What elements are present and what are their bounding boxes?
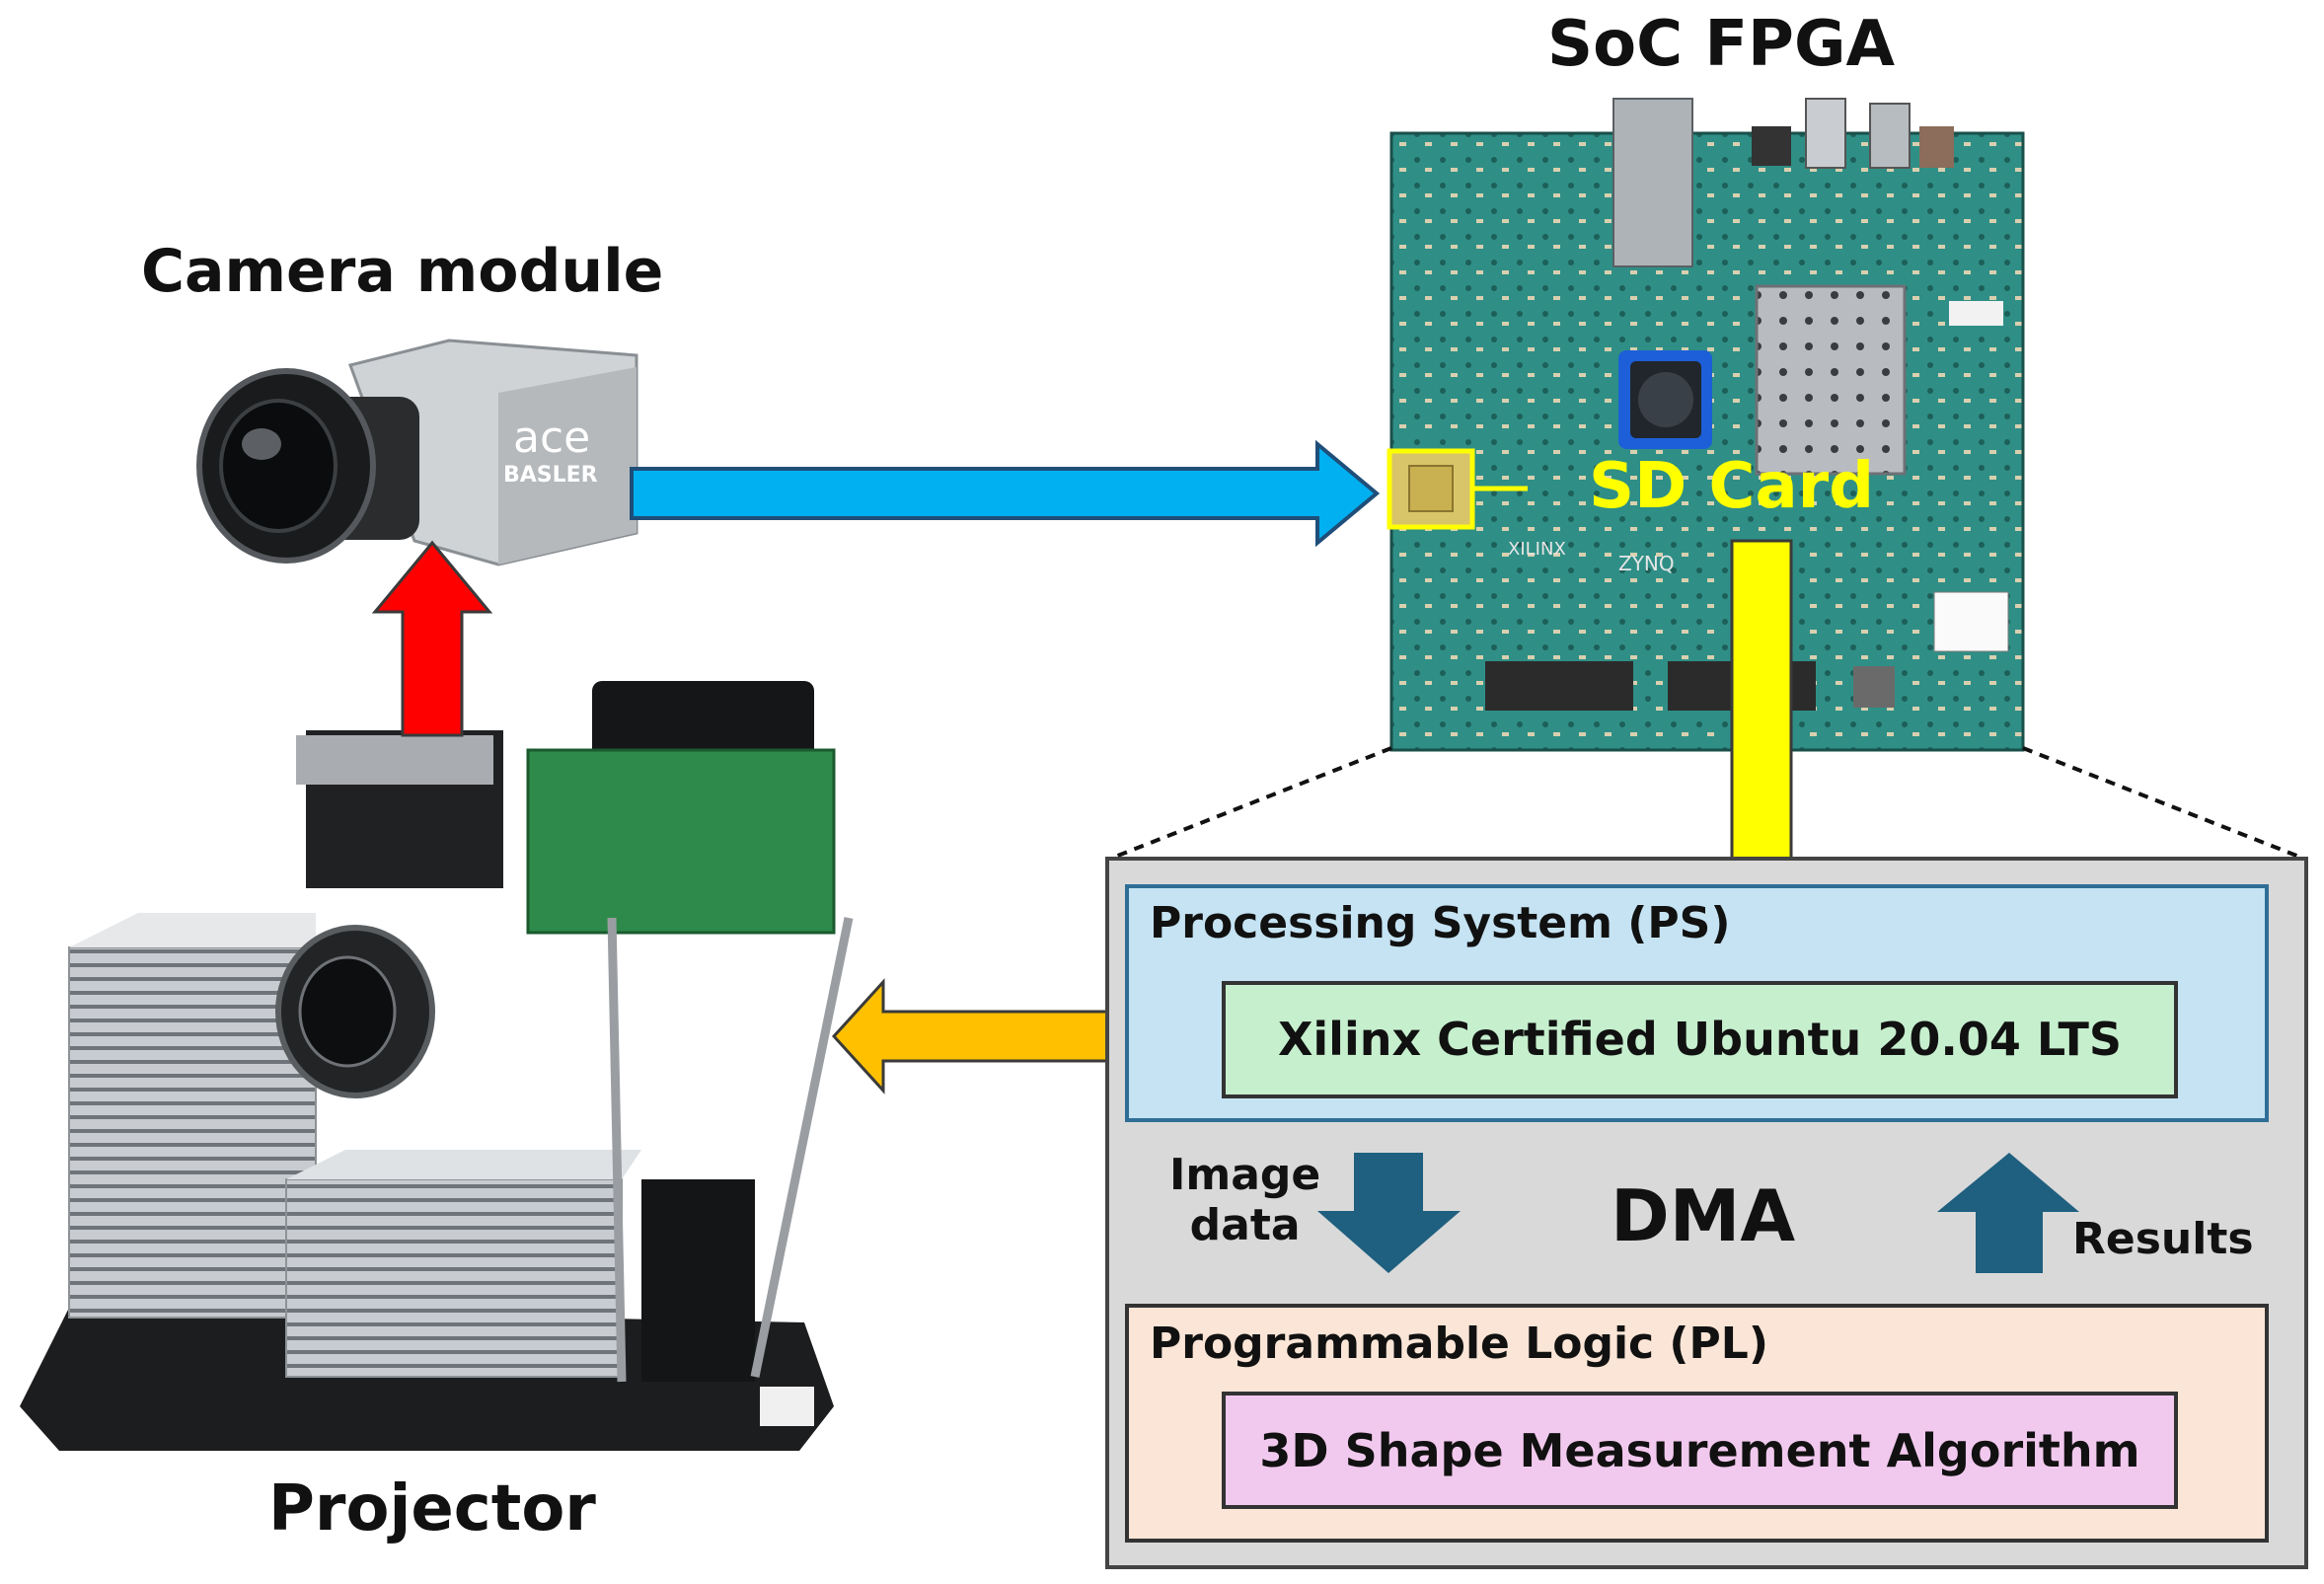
results-label: Results <box>2072 1214 2254 1264</box>
camera-brand-marking: ace <box>513 413 590 463</box>
zoom-line-right <box>2022 746 2305 861</box>
algorithm-box <box>1222 1392 2178 1509</box>
sd-card-highlight <box>1387 448 1475 530</box>
image-data-line-2: data <box>1189 1200 1301 1250</box>
soc-fpga-title: SoC FPGA <box>1547 8 1895 81</box>
zynq-marking: ZYNQ <box>1618 552 1675 575</box>
sd-card-slot <box>1408 465 1454 512</box>
zoom-line-left <box>1109 746 1392 861</box>
ubuntu-box <box>1222 981 2178 1098</box>
image-data-down-arrow <box>1317 1153 1461 1273</box>
sd-card-label: SD Card <box>1589 450 1875 523</box>
camera-image <box>196 339 638 566</box>
fpga-board-image <box>1389 98 2025 752</box>
results-up-arrow <box>1937 1153 2079 1273</box>
camera-to-fpga-arrow <box>630 439 1381 548</box>
image-data-label: Image data <box>1169 1150 1320 1250</box>
camera-maker-marking: BASLER <box>503 463 598 488</box>
image-data-line-1: Image <box>1169 1150 1321 1200</box>
algorithm-label: 3D Shape Measurement Algorithm <box>1259 1424 2140 1477</box>
projector-title: Projector <box>268 1472 596 1546</box>
projector-image <box>20 681 854 1451</box>
projector-to-camera-arrow <box>371 540 493 737</box>
xilinx-marking: XILINX <box>1508 539 1566 560</box>
ubuntu-label: Xilinx Certified Ubuntu 20.04 LTS <box>1277 1013 2123 1066</box>
dma-label: DMA <box>1611 1174 1796 1257</box>
camera-module-title: Camera module <box>141 237 664 306</box>
ps-label: Processing System (PS) <box>1150 898 1731 948</box>
pl-label: Programmable Logic (PL) <box>1150 1319 1768 1369</box>
